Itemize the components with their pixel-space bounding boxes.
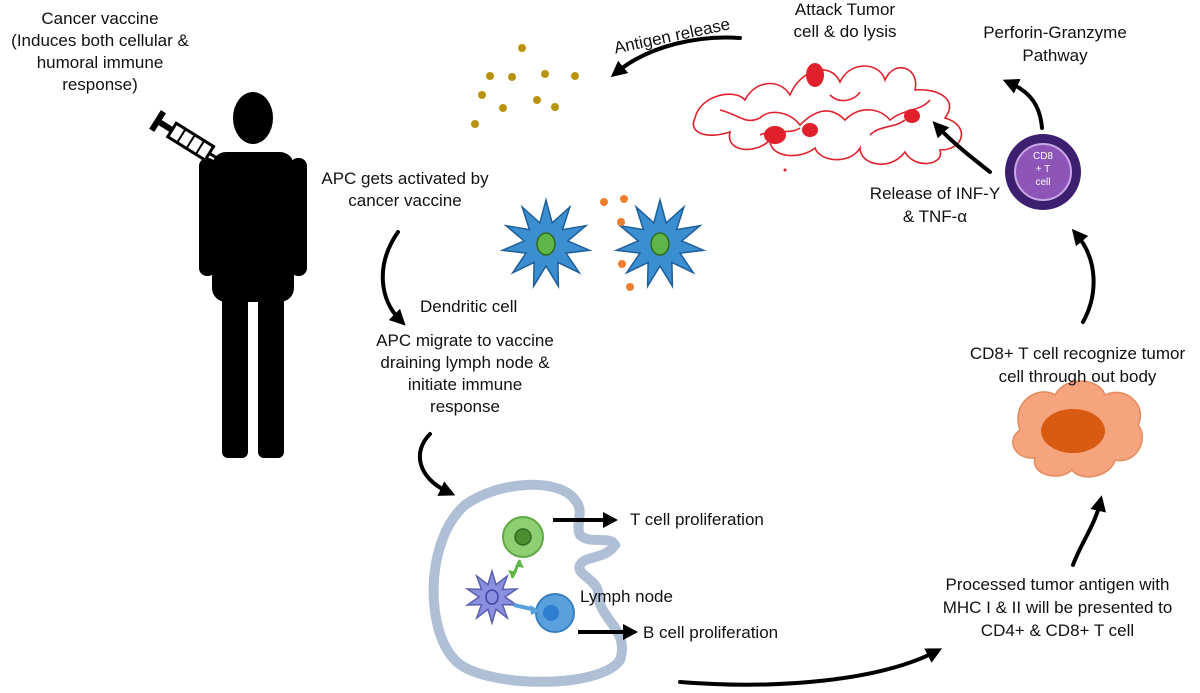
release-cytokines-line2: & TNF-α bbox=[902, 207, 968, 226]
processed-antigen-line3: CD4+ & CD8+ T cell bbox=[980, 621, 1135, 640]
apc-migrate-line3: initiate immune bbox=[407, 375, 523, 394]
attack-tumor-line2: cell & do lysis bbox=[793, 22, 897, 41]
b-cell bbox=[535, 593, 575, 633]
release-cytokines-line1: Release of INF-Y bbox=[869, 184, 1001, 203]
tumor-cell-lysis bbox=[692, 63, 963, 172]
flow-arrows bbox=[380, 35, 1107, 687]
perforin-line1: Perforin-Granzyme bbox=[983, 23, 1127, 42]
recognize-line1: CD8+ T cell recognize tumor bbox=[969, 344, 1186, 363]
cytokine-dots bbox=[600, 195, 634, 291]
vaccine-label-line3: humoral immune bbox=[36, 53, 164, 72]
dendritic-cell-left bbox=[499, 197, 593, 289]
syringe-icon bbox=[149, 110, 226, 165]
person-icon bbox=[199, 92, 307, 458]
cd8-label-line3: cell bbox=[1035, 177, 1051, 188]
apc-cell bbox=[464, 568, 520, 626]
lymph-node-outline bbox=[428, 479, 627, 687]
t-cell-proliferation-label: T cell proliferation bbox=[630, 510, 764, 529]
cd8-t-cell bbox=[1005, 134, 1081, 210]
vaccine-label-line4: response) bbox=[62, 75, 138, 94]
dendritic-cell-right bbox=[613, 197, 707, 289]
vaccine-label-line2: (Induces both cellular & bbox=[11, 31, 189, 50]
b-cell-proliferation-label: B cell proliferation bbox=[643, 623, 779, 642]
processed-antigen-line1: Processed tumor antigen with bbox=[945, 575, 1170, 594]
cd8-label-line2: + T bbox=[1035, 164, 1051, 175]
lymph-node-label: Lymph node bbox=[580, 587, 673, 606]
attack-tumor-line1: Attack Tumor bbox=[794, 0, 896, 19]
dendritic-cell-label: Dendritic cell bbox=[420, 297, 518, 316]
tumor-cell bbox=[1012, 380, 1143, 478]
apc-activated-line2: cancer vaccine bbox=[348, 191, 462, 210]
cd8-label-line1: CD8 bbox=[1032, 151, 1053, 162]
antigen-dots bbox=[471, 44, 579, 128]
apc-migrate-line2: draining lymph node & bbox=[380, 353, 550, 372]
vaccine-label-line1: Cancer vaccine bbox=[41, 9, 159, 28]
processed-antigen-line2: MHC I & II will be presented to bbox=[942, 598, 1173, 617]
interaction-arrows bbox=[508, 559, 540, 615]
proliferation-arrows bbox=[553, 512, 638, 640]
apc-migrate-line4: response bbox=[430, 397, 500, 416]
recognize-line2: cell through out body bbox=[998, 367, 1157, 386]
apc-migrate-line1: APC migrate to vaccine bbox=[376, 331, 554, 350]
apc-activated-line1: APC gets activated by bbox=[321, 169, 489, 188]
perforin-line2: Pathway bbox=[1022, 46, 1088, 65]
t-cell bbox=[502, 516, 544, 558]
